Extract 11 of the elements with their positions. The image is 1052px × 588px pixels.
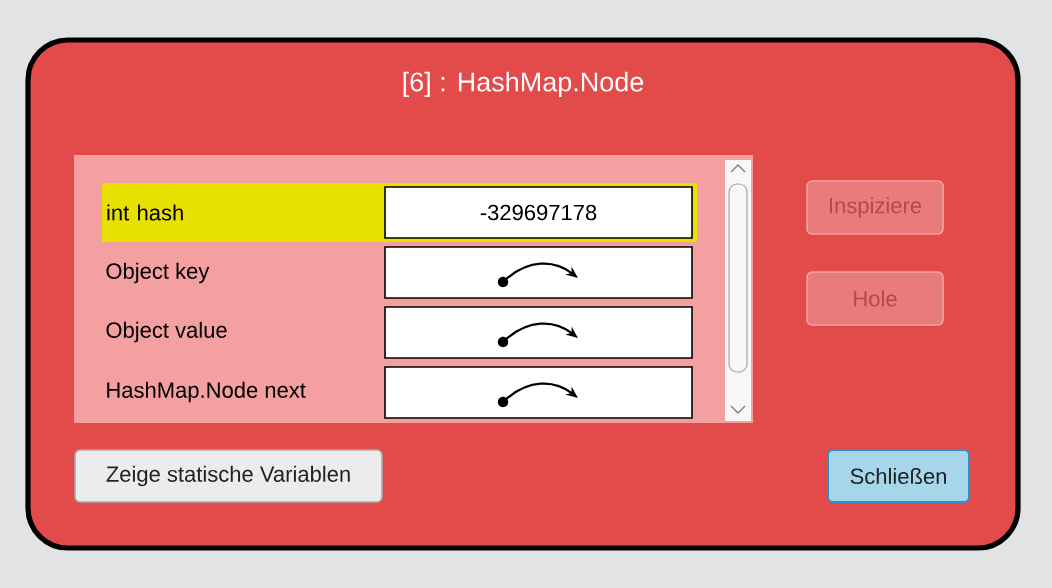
reference-field	[384, 366, 693, 419]
button: Hole	[806, 271, 944, 326]
button: Inspiziere	[806, 180, 944, 235]
reference-field	[384, 246, 693, 299]
button: Schließen	[827, 449, 970, 503]
reference-field	[384, 306, 693, 359]
field-label: Object key	[106, 262, 210, 284]
field-label: Object value	[106, 321, 227, 343]
value-field: -329697178	[384, 186, 693, 239]
button: Zeige statische Variablen	[74, 449, 383, 503]
field-label: HashMap.Node next	[107, 381, 306, 403]
